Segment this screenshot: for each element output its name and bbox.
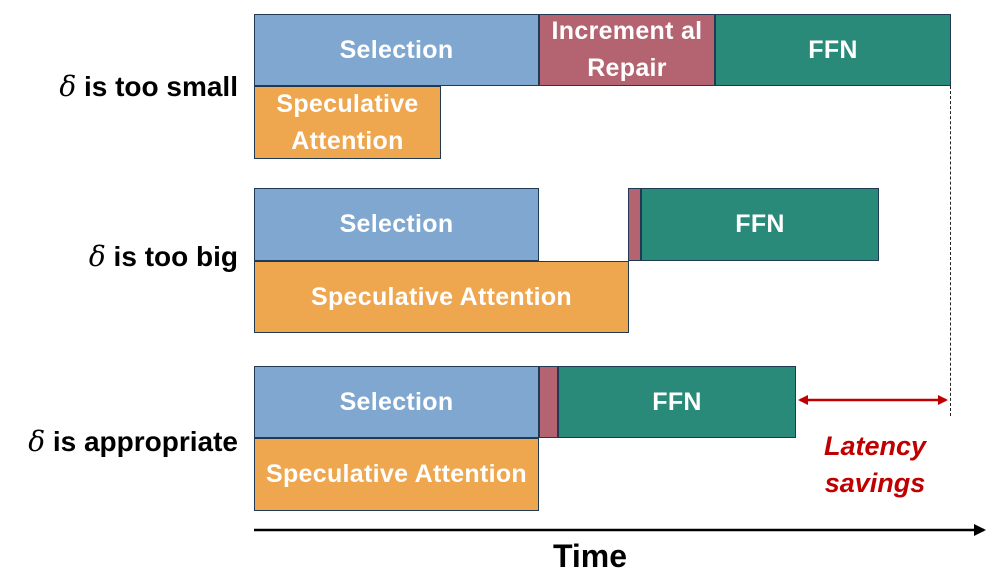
incremental-repair-block-appropriate (539, 366, 558, 438)
ffn-block-too-big: FFN (641, 188, 879, 261)
selection-block-too-small: Selection (254, 14, 539, 86)
speculative-attention-block-too-big: Speculative Attention (254, 261, 629, 333)
delta-symbol: δ (59, 70, 77, 103)
row-label-too-big: δ is too big (89, 237, 238, 277)
reference-dashed-line (950, 86, 951, 416)
ffn-block-too-small: FFN (715, 14, 951, 86)
delta-symbol: δ (28, 425, 46, 458)
time-axis-label: Time (552, 538, 628, 574)
row-label-text: is too small (76, 71, 238, 102)
speculative-attention-block-appropriate: Speculative Attention (254, 438, 539, 511)
selection-block-appropriate: Selection (254, 366, 539, 438)
row-label-too-small: δ is too small (59, 67, 238, 107)
ffn-block-appropriate: FFN (558, 366, 796, 438)
latency-savings-label: Latency savings (823, 431, 927, 498)
delta-symbol: δ (88, 240, 106, 273)
row-label-text: is too big (105, 241, 238, 272)
incremental-repair-block-too-big (628, 188, 641, 261)
speculative-attention-block-too-small: Speculative Attention (254, 86, 441, 159)
row-label-text: is appropriate (45, 426, 238, 457)
row-label-appropriate: δ is appropriate (28, 422, 238, 462)
incremental-repair-block-too-small: Increment al Repair (539, 14, 715, 86)
selection-block-too-big: Selection (254, 188, 539, 261)
